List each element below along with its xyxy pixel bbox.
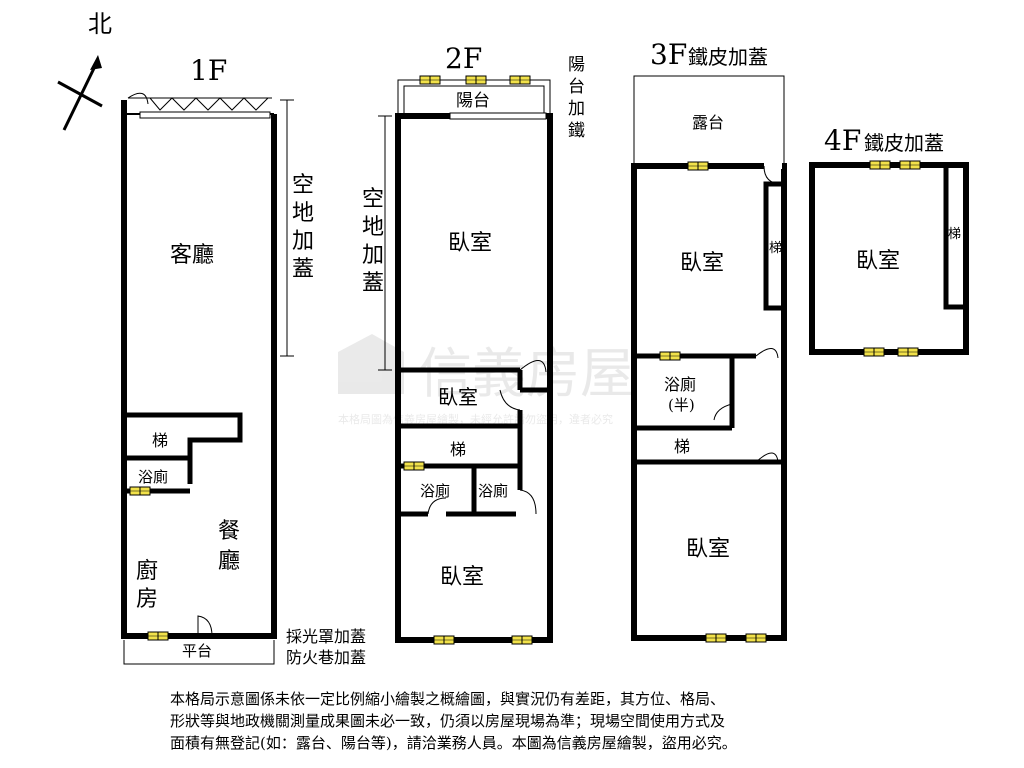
room-3f-stairs-side: 梯 xyxy=(769,241,782,256)
compass-label: 北 xyxy=(88,10,112,38)
floor-1f: 1F 空地加蓋 客廳 梯 浴廁 餐廳 廚房 平台 採光罩加蓋 防 xyxy=(121,54,366,667)
room-3f-bedroom-2: 臥室 xyxy=(686,537,730,562)
note-2f-balcony: 陽台加鐵 xyxy=(568,55,585,141)
floor-1f-title: 1F xyxy=(190,54,227,87)
floor-2f-title: 2F xyxy=(445,42,482,75)
room-2f-stairs: 梯 xyxy=(450,440,466,459)
floor-2f: 2F 空地加蓋 陽台加鐵 xyxy=(362,42,585,645)
room-2f-bedroom-1: 臥室 xyxy=(448,231,492,256)
disclaimer-line: 面積有無登記(如：露台、陽台等)，請洽業務人員。本圖為信義房屋繪製，盜用必究。 xyxy=(170,734,737,752)
room-2f-bedroom-3: 臥室 xyxy=(440,565,484,590)
floor-4f-subtitle: 鐵皮加蓋 xyxy=(864,131,944,155)
room-2f-bath-1: 浴廁 xyxy=(420,482,450,500)
room-1f-bath: 浴廁 xyxy=(138,468,168,486)
room-3f-half-bath-sub: (半) xyxy=(668,396,695,414)
room-2f-bedroom-2: 臥室 xyxy=(438,385,478,409)
floor-4f: 4F 鐵皮加蓋 梯 臥室 xyxy=(809,124,969,357)
note-1f-fire-lane: 防火巷加蓋 xyxy=(286,648,366,667)
room-1f-living: 客廳 xyxy=(170,243,214,268)
room-3f-stairs: 梯 xyxy=(674,437,690,456)
floor-3f-title: 3F xyxy=(650,38,687,71)
room-4f-bedroom: 臥室 xyxy=(856,249,900,274)
room-1f-kitchen: 廚房 xyxy=(136,559,158,612)
note-1f-skylight: 採光罩加蓋 xyxy=(286,627,366,646)
room-1f-dining: 餐廳 xyxy=(218,519,240,574)
disclaimer: 本格局示意圖係未依一定比例縮小繪製之概繪圖，與實況仍有差距，其方位、格局、 形狀… xyxy=(170,688,910,754)
watermark-logo-icon xyxy=(338,334,404,394)
room-3f-bedroom-1: 臥室 xyxy=(680,251,724,276)
watermark-notice: 本格局圖為信義房屋繪製，未經允許請勿盜用，違者必究 xyxy=(338,412,613,426)
watermark: 信義房屋 本格局圖為信義房屋繪製，未經允許請勿盜用，違者必究 xyxy=(338,334,634,426)
watermark-brand: 信義房屋 xyxy=(418,342,634,405)
floor-4f-title: 4F xyxy=(824,124,861,157)
room-3f-half-bath: 浴廁 xyxy=(664,375,696,394)
floor-1f-side-note: 空地加蓋 xyxy=(292,173,314,282)
room-3f-terrace: 露台 xyxy=(692,113,724,132)
floor-2f-side-note: 空地加蓋 xyxy=(362,187,384,296)
room-4f-stairs: 梯 xyxy=(948,227,961,242)
room-2f-balcony: 陽台 xyxy=(456,91,490,111)
floor-3f: 3F 鐵皮加蓋 露台 梯 臥室 浴廁 (半) 梯 臥室 xyxy=(631,38,787,643)
room-1f-stairs: 梯 xyxy=(152,431,168,450)
room-1f-platform: 平台 xyxy=(182,642,212,660)
room-2f-bath-2: 浴廁 xyxy=(478,482,508,500)
floor-3f-subtitle: 鐵皮加蓋 xyxy=(688,45,768,69)
disclaimer-line: 形狀等與地政機關測量成果圖未必一致，仍須以房屋現場為準；現場空間使用方式及 xyxy=(170,712,726,730)
disclaimer-line: 本格局示意圖係未依一定比例縮小繪製之概繪圖，與實況仍有差距，其方位、格局、 xyxy=(170,690,726,708)
north-compass: 北 xyxy=(57,10,112,131)
